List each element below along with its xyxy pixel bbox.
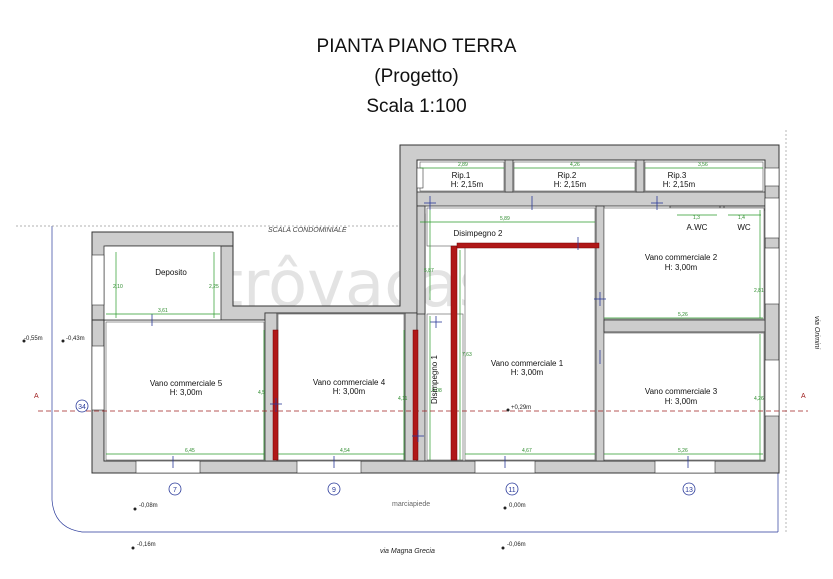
room-disimpegno2-name: Disimpegno 2 [454, 229, 503, 238]
room-vano3-name: Vano commerciale 3 [645, 387, 718, 396]
dim-rip2-width: 4,26 [570, 162, 580, 168]
windows [91, 167, 780, 474]
dim-vano4-height: 4,11 [398, 396, 408, 402]
room-vano4-height: H: 3,00m [333, 387, 366, 396]
room-vano4-name: Vano commerciale 4 [313, 378, 386, 387]
room-vano5-name: Vano commerciale 5 [150, 379, 223, 388]
dim-vano1-height: 7,63 [462, 352, 472, 358]
dim-deposito-width: 3,61 [158, 308, 168, 314]
room-labels: Rip.1 H: 2,15m Rip.2 H: 2,15m Rip.3 H: 2… [150, 171, 751, 406]
civic-number-11: 11 [508, 487, 515, 494]
section-line: A A [34, 393, 808, 412]
room-rip2-name: Rip.2 [558, 171, 577, 180]
level-value-3: +0,29m [511, 405, 531, 411]
door-markers [151, 196, 689, 468]
civic-numbers [75, 399, 696, 496]
plan-scale: Scala 1:100 [366, 96, 467, 117]
room-wc-name: WC [737, 223, 751, 232]
room-disimpegno1-name: Disimpegno 1 [430, 355, 439, 404]
dim-rip1-width: 2,89 [458, 162, 468, 168]
label-scala-condominiale: SCALA CONDOMINIALE [268, 227, 347, 234]
civic-number-texts: 34 7 9 11 13 [78, 404, 693, 494]
room-vano3-height: H: 3,00m [665, 397, 698, 406]
dim-awc-width: 1,3 [693, 215, 700, 221]
dim-vano5-width: 6,45 [185, 448, 195, 454]
dim-deposito-height: 2,10 [113, 284, 123, 290]
level-value-1: -0,55m [24, 336, 43, 342]
level-value-4: -0,08m [139, 503, 158, 509]
plan-title: PIANTA PIANO TERRA [316, 36, 517, 57]
room-vano2-height: H: 3,00m [665, 263, 698, 272]
civic-number-9: 9 [332, 487, 336, 494]
dim-deposito-height-2: 2,25 [209, 284, 219, 290]
site-lines [16, 130, 787, 533]
dim-vano2-width: 5,26 [678, 312, 688, 318]
section-mark-left: A [34, 393, 39, 400]
dimension-texts: 2,89 4,26 3,56 5,89 6,45 4,54 4,67 5,26 … [113, 162, 764, 454]
civic-number-13: 13 [685, 487, 693, 494]
room-vano1-name: Vano commerciale 1 [491, 359, 564, 368]
level-value-6: -0,16m [137, 542, 156, 548]
level-value-5: 0,00m [509, 503, 526, 509]
dim-disimpegno2-height: 5,87 [424, 268, 434, 274]
label-marciapiede: marciapiede [392, 501, 430, 508]
room-rip3-name: Rip.3 [668, 171, 687, 180]
plan-subtitle: (Progetto) [374, 66, 459, 87]
level-markers [22, 339, 510, 550]
room-vano1-height: H: 3,00m [511, 368, 544, 377]
room-rip3-height: H: 2,15m [663, 180, 696, 189]
level-texts: -0,55m -0,43m +0,29m -0,08m 0,00m -0,16m… [24, 336, 531, 548]
dim-vano1-width: 4,67 [522, 448, 532, 454]
new-walls [272, 242, 600, 461]
room-vano5-height: H: 3,00m [170, 388, 203, 397]
label-via-orimini: via Orimini [813, 316, 820, 350]
dim-disimpegno1-height: 4,08 [432, 388, 442, 394]
room-rip2-height: H: 2,15m [554, 180, 587, 189]
room-rip1-height: H: 2,15m [451, 180, 484, 189]
site-labels: SCALA CONDOMINIALE marciapiede via Magna… [268, 227, 820, 555]
room-awc-name: A.WC [687, 223, 708, 232]
room-vano2-name: Vano commerciale 2 [645, 253, 718, 262]
dimension-lines [106, 167, 763, 460]
level-value-2: -0,43m [66, 336, 85, 342]
civic-number-34: 34 [78, 404, 86, 411]
dim-disimpegno2-width: 5,89 [500, 216, 510, 222]
dim-wc-width: 1,4 [738, 215, 745, 221]
room-rip1-name: Rip.1 [452, 171, 471, 180]
room-deposito-name: Deposito [155, 268, 187, 277]
dim-vano4-width: 4,54 [340, 448, 350, 454]
civic-number-7: 7 [173, 487, 177, 494]
level-value-7: -0,06m [507, 542, 526, 548]
dim-vano5-height: 4,5 [258, 390, 265, 396]
dim-rip3-width: 3,56 [698, 162, 708, 168]
dim-vano3-width: 5,26 [678, 448, 688, 454]
label-via-magna-grecia: via Magna Grecia [380, 548, 435, 555]
dim-vano2-height: 2,81 [754, 288, 764, 294]
dim-vano3-height: 4,26 [754, 396, 764, 402]
section-mark-right: A [801, 393, 806, 400]
